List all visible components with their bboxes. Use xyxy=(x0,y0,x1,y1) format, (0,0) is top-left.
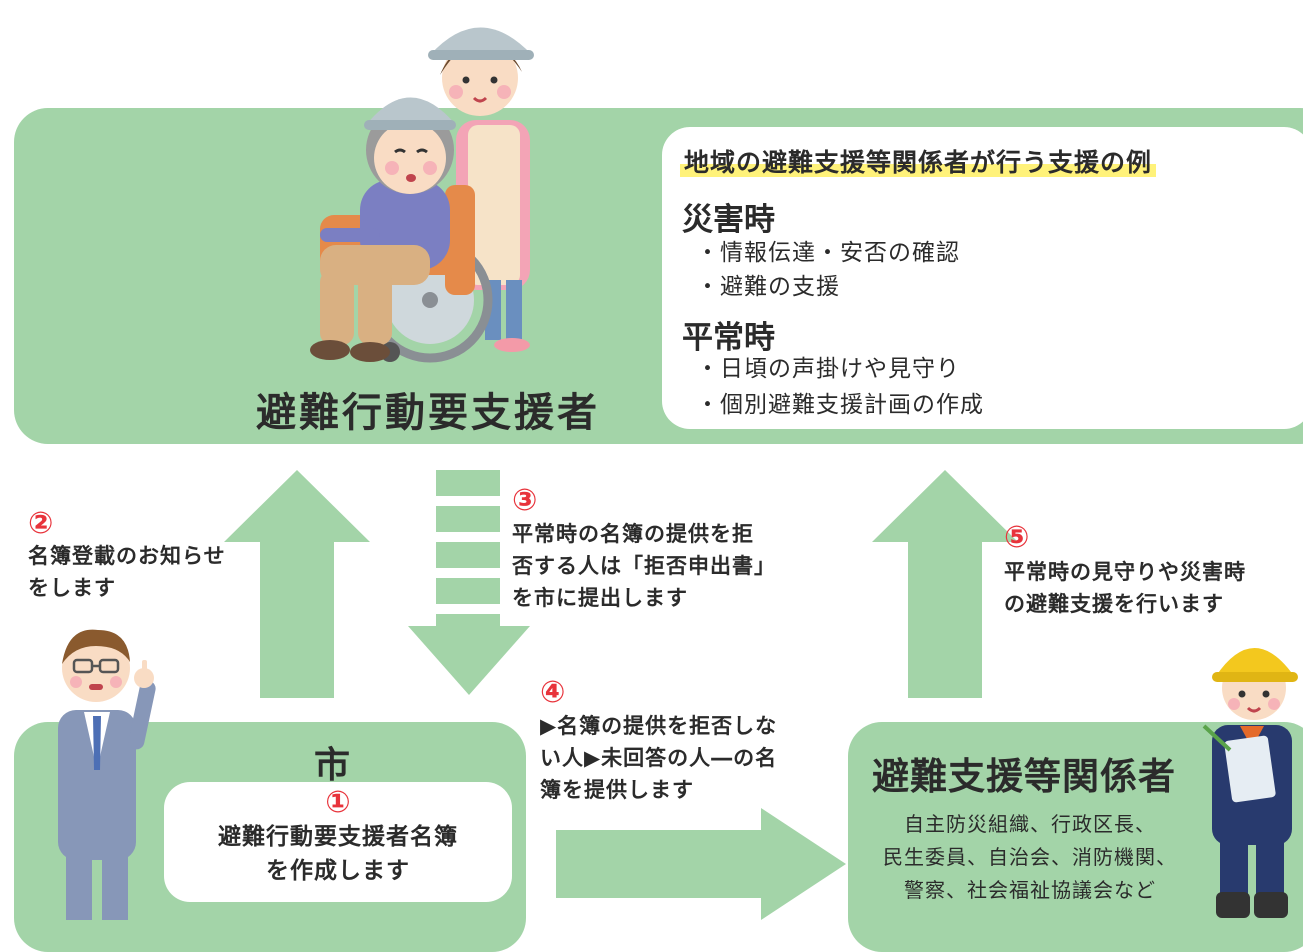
city-task-panel xyxy=(164,782,512,902)
step-3: ③ 平常時の名簿の提供を拒 否する人は「拒否申出書」 を市に提出します xyxy=(512,484,776,614)
arrow-right-provide xyxy=(556,808,846,920)
rescue-worker-icon xyxy=(1202,648,1298,918)
caregiver-icon xyxy=(428,27,534,352)
step-3-line-3: を市に提出します xyxy=(512,586,688,610)
step-4-line-3: 簿を提供します xyxy=(540,778,694,802)
city-task-line-1: 避難行動要支援者名簿 xyxy=(218,824,458,850)
elderly-in-wheelchair-icon xyxy=(310,27,534,363)
normal-time-title: 平常時 xyxy=(682,320,775,356)
supporters-line-3: 警察、社会福祉協議会など xyxy=(904,878,1156,902)
disaster-item-1: ・情報伝達・安否の確認 xyxy=(696,240,960,266)
step-4-line-2: い人▶未回答の人―の名 xyxy=(540,746,778,770)
step-2-line-2: をします xyxy=(28,576,116,600)
step-2-line-1: 名簿登載のお知らせ xyxy=(28,544,226,568)
supporters-line-2: 民生委員、自治会、消防機関、 xyxy=(883,845,1177,869)
disaster-item-2: ・避難の支援 xyxy=(696,274,840,300)
support-examples-panel xyxy=(662,127,1303,429)
step-3-line-1: 平常時の名簿の提供を拒 xyxy=(512,522,754,546)
supporters-line-1: 自主防災組織、行政区長、 xyxy=(904,812,1156,836)
arrow-down-refusal xyxy=(408,470,530,695)
step-4-number: ④ xyxy=(540,675,566,710)
city-official-icon xyxy=(58,629,156,920)
step-5-number: ⑤ xyxy=(1004,520,1030,555)
step-4-line-1: ▶名簿の提供を拒否しな xyxy=(540,714,778,738)
step-5: ⑤ 平常時の見守りや災害時 の避難支援を行います xyxy=(1004,520,1246,620)
step-3-line-2: 否する人は「拒否申出書」 xyxy=(512,554,776,578)
city-title: 市 xyxy=(314,745,351,786)
step-5-line-2: の避難支援を行います xyxy=(1004,592,1224,616)
support-heading-text: 地域の避難支援等関係者が行う支援の例 xyxy=(680,148,1157,177)
support-heading: 地域の避難支援等関係者が行う支援の例 xyxy=(680,143,1157,179)
arrow-up-support xyxy=(872,470,1018,698)
step-2: ② 名簿登載のお知らせ をします xyxy=(28,508,226,604)
step-5-line-1: 平常時の見守りや災害時 xyxy=(1004,560,1246,584)
normal-item-2: ・個別避難支援計画の作成 xyxy=(696,392,984,418)
city-task-line-2: を作成します xyxy=(266,858,410,884)
disaster-time-title: 災害時 xyxy=(682,202,775,238)
supporters-title: 避難支援等関係者 xyxy=(872,755,1176,798)
step-2-number: ② xyxy=(28,506,54,541)
city-task: ① 避難行動要支援者名簿 を作成します xyxy=(164,786,512,888)
normal-item-1: ・日頃の声掛けや見守り xyxy=(696,356,960,382)
step-1-number: ① xyxy=(325,785,351,820)
step-4: ④ ▶名簿の提供を拒否しな い人▶未回答の人―の名 簿を提供します xyxy=(540,676,777,806)
requester-title: 避難行動要支援者 xyxy=(256,390,600,436)
arrow-up-notify xyxy=(224,470,370,698)
step-3-number: ③ xyxy=(512,483,538,518)
supporters-list: 自主防災組織、行政区長、 民生委員、自治会、消防機関、 警察、社会福祉協議会など xyxy=(870,808,1190,907)
